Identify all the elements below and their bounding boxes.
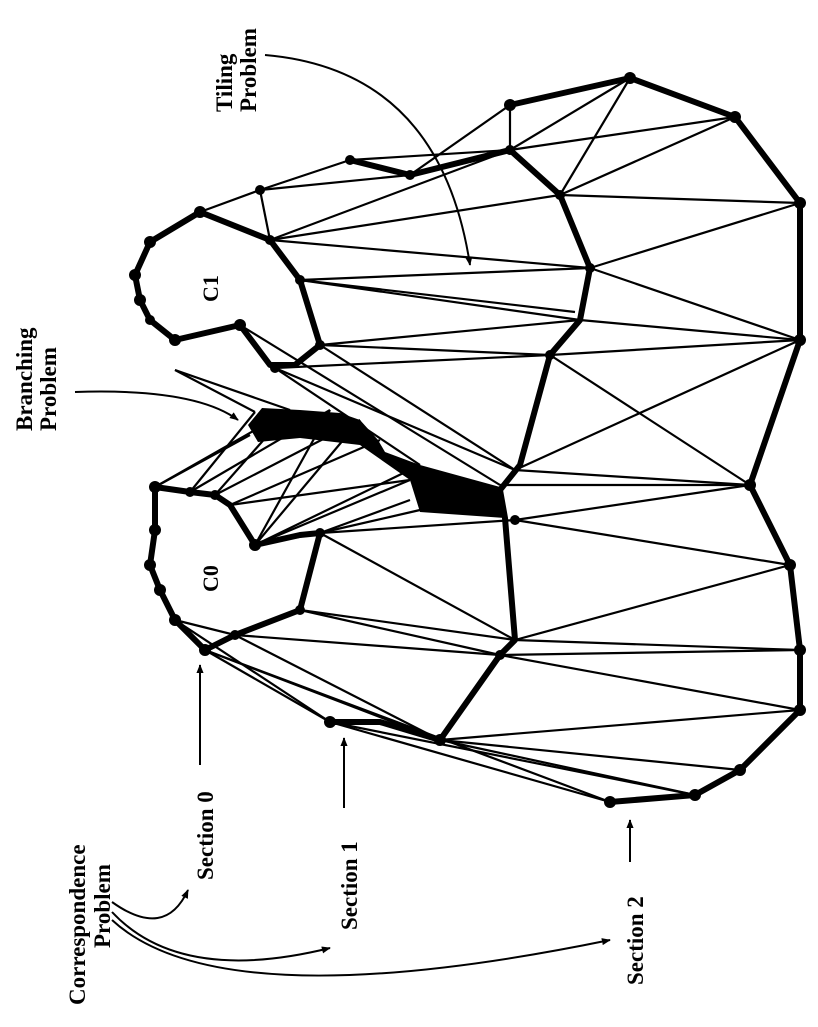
label-c0: C0 (198, 565, 223, 592)
triangulation-mesh (155, 78, 800, 802)
branching-label-line2: Problem (36, 347, 61, 431)
label-c1: C1 (198, 275, 223, 302)
contour-c1 (135, 212, 320, 365)
correspondence-label-line2: Problem (90, 864, 115, 948)
section1-label: Section 1 (337, 841, 362, 930)
correspondence-label-line1: Correspondence (65, 844, 90, 1005)
branching-region (248, 408, 505, 518)
correspondence-arrow-section1 (112, 912, 330, 960)
branching-arrow (75, 392, 238, 420)
branching-label-line1: Branching (12, 327, 37, 431)
tiling-label-line2: Problem (236, 28, 261, 112)
section0-label: Section 0 (193, 791, 218, 880)
tiling-label-line1: Tiling (212, 53, 237, 112)
section2-label: Section 2 (623, 896, 648, 985)
correspondence-arrow-section0 (112, 890, 188, 918)
section-labels: Section 0 Section 1 Section 2 (193, 665, 648, 985)
